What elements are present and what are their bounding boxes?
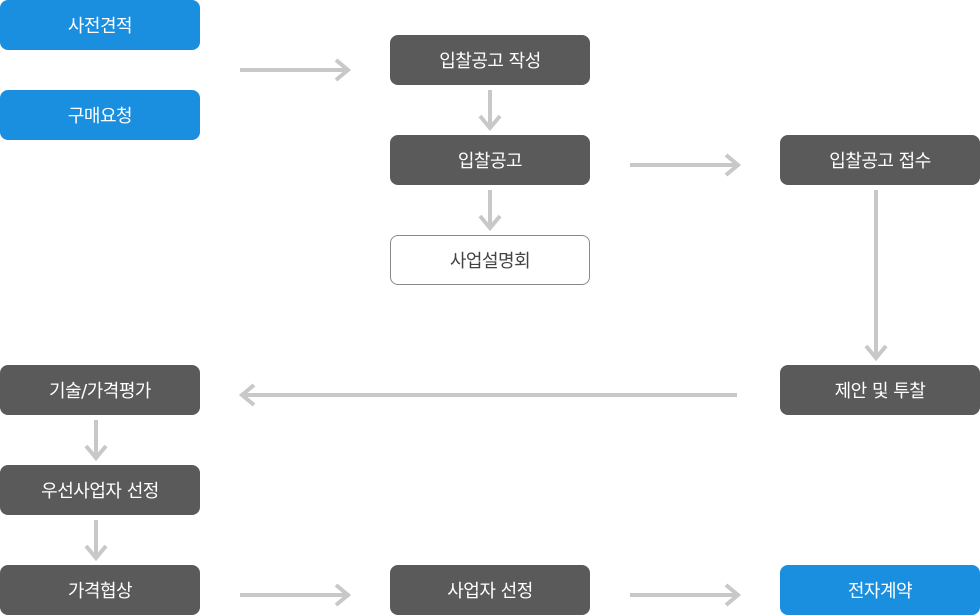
arrow-vendor-to-contract [630,583,742,607]
node-priority-vendor-selection: 우선사업자 선정 [0,465,200,515]
arrow-receipt-to-proposal [864,190,888,362]
node-proposal-bid: 제안 및 투찰 [780,365,980,415]
node-vendor-selection: 사업자 선정 [390,565,590,615]
arrow-requests-to-bid-draft [240,58,352,82]
arrow-negotiation-to-vendor [240,583,352,607]
node-bid-notice-draft: 입찰공고 작성 [390,35,590,85]
arrow-evaluation-to-priority [84,420,108,462]
arrow-bid-notice-to-briefing [478,190,502,232]
arrow-priority-to-negotiation [84,520,108,562]
node-bid-notice-receipt: 입찰공고 접수 [780,135,980,185]
arrow-bid-draft-to-bid-notice [478,90,502,132]
node-tech-price-eval: 기술/가격평가 [0,365,200,415]
arrow-bid-notice-to-receipt [630,153,742,177]
node-business-briefing: 사업설명회 [390,235,590,285]
node-e-contract: 전자계약 [780,565,980,615]
node-bid-notice: 입찰공고 [390,135,590,185]
node-purchase-request: 구매요청 [0,90,200,140]
node-pre-estimate: 사전견적 [0,0,200,50]
arrow-proposal-to-evaluation [238,383,737,407]
node-price-negotiation: 가격협상 [0,565,200,615]
